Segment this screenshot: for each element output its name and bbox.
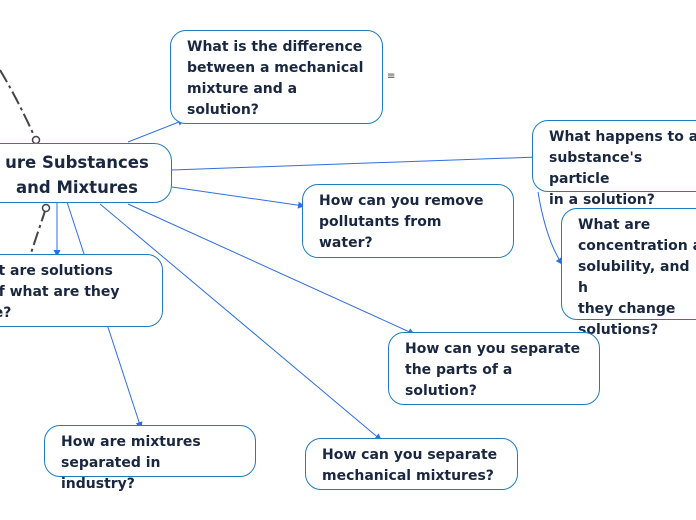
relation-line-lower[interactable] [29, 207, 47, 257]
relation-handle-lower[interactable] [41, 203, 51, 213]
edge-central-q3 [171, 186, 305, 209]
relation-line-upper[interactable] [0, 69, 37, 141]
topic-mechanical-mixture-vs-solution[interactable]: What is the difference between a mechani… [170, 30, 383, 124]
topic-particles-in-solution[interactable]: What happens to a substance's particle i… [532, 120, 696, 208]
topic-separate-parts-of-solution[interactable]: How can you separate the parts of a solu… [388, 332, 600, 405]
edge-central-q8 [99, 203, 382, 441]
edge-central-q1 [127, 118, 185, 143]
edge-central-q2 [171, 153, 539, 171]
topic-what-are-solutions[interactable]: at are solutions of what are they le? [0, 254, 163, 327]
notes-icon[interactable]: ≡ [387, 71, 396, 82]
topic-remove-pollutants[interactable]: How can you remove pollutants from water… [302, 184, 514, 258]
topic-concentration-solubility[interactable]: What are concentration a solubility, and… [561, 208, 696, 338]
topic-separate-mechanical-mixtures[interactable]: How can you separate mechanical mixtures… [305, 438, 518, 490]
topic-mixtures-in-industry[interactable]: How are mixtures separated in industry? [44, 425, 256, 492]
edge-central-q6 [127, 203, 415, 335]
edge-q2-q4 [537, 191, 563, 265]
central-topic[interactable]: ure Substances and Mixtures [0, 143, 172, 203]
